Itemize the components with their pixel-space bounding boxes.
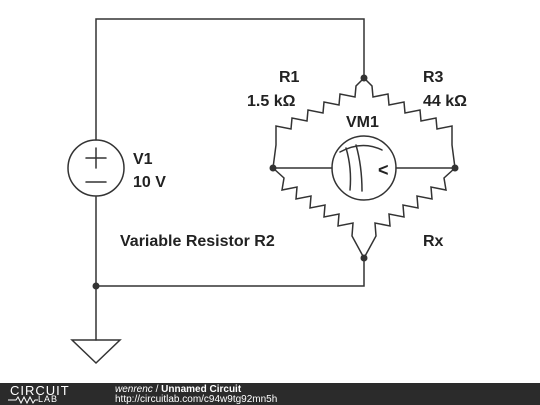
- resistor-r1: [272, 77, 365, 169]
- footer-user[interactable]: wenrenc: [115, 384, 153, 395]
- circuitlab-logo[interactable]: CIRCUIT: [10, 383, 70, 398]
- resistor-r2: [272, 167, 365, 259]
- footer-url[interactable]: http://circuitlab.com/c94w9tg92mn5h: [115, 394, 278, 405]
- circuitlab-logo-lab: LAB: [38, 394, 59, 404]
- resistor-r3: [363, 77, 456, 169]
- ground-symbol: [70, 339, 122, 365]
- footer-separator: /: [152, 384, 162, 395]
- node-right: [451, 164, 459, 172]
- resistor-rx: [363, 167, 456, 259]
- vm1-label: VM1: [346, 114, 379, 131]
- v1-value: 10 V: [133, 174, 166, 191]
- meter-symbol: <: [378, 160, 389, 180]
- node-bottom: [360, 254, 368, 262]
- r1-value: 1.5 kΩ: [247, 93, 296, 110]
- voltage-source-v1: [67, 139, 125, 197]
- meter-scale-arc: [339, 144, 383, 153]
- meter-needle-1: [345, 147, 352, 191]
- node-top: [360, 74, 368, 82]
- v1-label: V1: [133, 151, 153, 168]
- voltmeter-vm1: [331, 135, 397, 201]
- wire-top: [95, 18, 365, 141]
- wire-bottom: [95, 196, 365, 287]
- node-left: [269, 164, 277, 172]
- footer-bar: CIRCUIT LAB wenrenc / Unnamed Circuit ht…: [0, 383, 540, 405]
- logo-resistor-glyph: [8, 396, 38, 404]
- meter-needle-2: [355, 144, 363, 192]
- footer-title-line: wenrenc / Unnamed Circuit: [115, 384, 241, 395]
- rx-label: Rx: [423, 233, 444, 250]
- node-ground: [92, 282, 100, 290]
- footer-circuit-title[interactable]: Unnamed Circuit: [161, 384, 242, 395]
- r1-label: R1: [279, 69, 300, 86]
- r3-label: R3: [423, 69, 444, 86]
- r3-value: 44 kΩ: [423, 93, 467, 110]
- r2-label: Variable Resistor R2: [120, 233, 275, 250]
